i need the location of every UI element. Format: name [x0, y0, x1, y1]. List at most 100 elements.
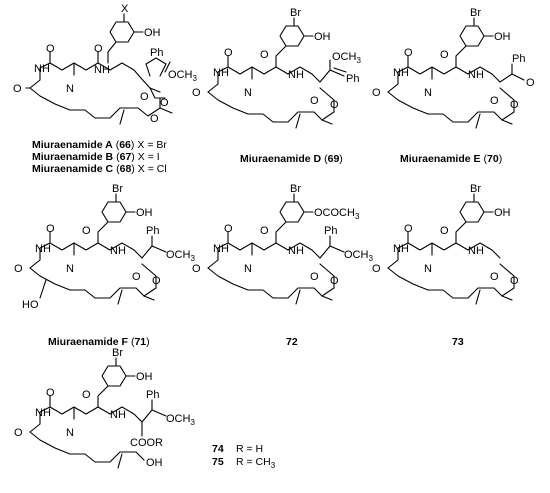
- structure-miuraenamide-d: [207, 17, 347, 129]
- atom-label: OH: [136, 371, 153, 383]
- atom-label: N: [66, 83, 74, 95]
- atom-label: NH: [213, 243, 229, 255]
- atom-label: Br: [470, 183, 481, 195]
- atom-label: O: [490, 271, 499, 283]
- atom-label: Br: [112, 183, 123, 195]
- atom-label: HO: [22, 299, 39, 311]
- atom-label: O: [224, 223, 233, 235]
- structure-miuraenamide-f: [29, 193, 167, 305]
- atom-label: O: [490, 95, 499, 107]
- atom-label: OH: [146, 457, 163, 469]
- atom-label: Ph: [512, 53, 525, 65]
- structure-miuraenamide-e: [387, 17, 525, 129]
- atom-label: O: [404, 47, 413, 59]
- atom-label: NH: [110, 409, 126, 421]
- atom-label: NH: [213, 67, 229, 79]
- atom-label: O: [330, 99, 339, 111]
- caption-74-75: 74 R = H 75 R = CH3: [212, 443, 276, 470]
- atom-label: NH: [94, 64, 110, 76]
- atom-label: O: [310, 95, 319, 107]
- atom-label: NH: [288, 69, 304, 81]
- atom-label: O: [140, 91, 149, 103]
- atom-label: NH: [110, 245, 126, 257]
- atom-label: NH: [35, 407, 51, 419]
- atom-label: O: [526, 77, 535, 89]
- atom-label: N: [66, 263, 74, 275]
- atom-label: O: [82, 389, 91, 401]
- atom-label: NH: [34, 63, 50, 75]
- atom-label: OCH3: [166, 413, 195, 427]
- atom-label: NH: [468, 69, 484, 81]
- atom-label: O: [192, 263, 201, 275]
- caption-72: 72: [286, 336, 298, 348]
- atom-label: O: [260, 225, 269, 237]
- atom-label: OCOCH3: [314, 207, 360, 221]
- atom-label: OCH3: [344, 249, 373, 263]
- caption-74-r-group: R = H: [236, 443, 263, 455]
- atom-label: NH: [288, 245, 304, 257]
- atom-label: N: [424, 87, 432, 99]
- atom-label: O: [94, 43, 103, 55]
- atom-label: OH: [314, 31, 331, 43]
- atom-label: O: [510, 275, 519, 287]
- atom-label: OH: [144, 27, 161, 39]
- atom-label: NH: [393, 243, 409, 255]
- atom-label: COOR: [130, 437, 163, 449]
- atom-label: O: [372, 263, 381, 275]
- atom-label: O: [192, 87, 201, 99]
- atom-label: N: [244, 263, 252, 275]
- atom-label: O: [82, 225, 91, 237]
- atom-label: Br: [112, 347, 123, 359]
- caption-74-number: 74: [212, 443, 224, 455]
- caption-line-1: Miuraenamide A(66)X = Br: [32, 139, 167, 151]
- caption-75-number: 75: [212, 456, 224, 468]
- atom-label: Ph: [146, 225, 159, 237]
- atom-label: Br: [290, 183, 301, 195]
- caption-miuraenamide-e: Miuraenamide E(70): [400, 153, 502, 165]
- atom-label: OCH3: [168, 69, 197, 83]
- atom-label: O: [46, 43, 55, 55]
- atom-label: O: [510, 99, 519, 111]
- atom-label: Br: [470, 7, 481, 19]
- atom-label: O: [14, 427, 23, 439]
- caption-miuraenamide-f: Miuraenamide F(71): [48, 336, 150, 348]
- atom-label: Br: [290, 7, 301, 19]
- atom-label: O: [160, 97, 169, 109]
- atom-label: O: [132, 271, 141, 283]
- atom-label: OCH3: [166, 249, 195, 263]
- atom-label: O: [14, 263, 23, 275]
- atom-label: O: [372, 87, 381, 99]
- atom-label: O: [150, 113, 159, 125]
- atom-label: Ph: [324, 225, 337, 237]
- structure-72: [207, 193, 345, 305]
- atom-label: O: [152, 275, 161, 287]
- atom-label: NH: [393, 67, 409, 79]
- atom-label: O: [260, 49, 269, 61]
- atom-label: OH: [136, 207, 153, 219]
- atom-label: O: [13, 83, 22, 95]
- caption-73: 73: [452, 336, 464, 348]
- atom-label: X: [121, 3, 129, 15]
- atom-label: OH: [494, 31, 511, 43]
- caption-miuraenamide-d: Miuraenamide D(69): [240, 153, 343, 165]
- atom-label: OCH3: [332, 51, 361, 65]
- atom-label: Ph: [346, 73, 359, 85]
- structure-74-75: [29, 357, 167, 469]
- atom-label: NH: [468, 245, 484, 257]
- atom-label: O: [440, 225, 449, 237]
- atom-label: OH: [494, 207, 511, 219]
- structure-miuraenamide-abc: [25, 13, 173, 125]
- atom-label: O: [46, 387, 55, 399]
- caption-line-3: Miuraenamide C(68)X = Cl: [32, 163, 167, 175]
- atom-label: O: [310, 271, 319, 283]
- caption-75-r-group: R = CH3: [236, 456, 276, 470]
- caption-line-2: Miuraenamide B(67)X = I: [32, 151, 160, 163]
- atom-label: Ph: [150, 47, 163, 59]
- atom-label: N: [244, 87, 252, 99]
- atom-label: O: [440, 49, 449, 61]
- atom-label: Ph: [146, 389, 159, 401]
- atom-label: O: [404, 223, 413, 235]
- caption-miuraenamide-abc: Miuraenamide A(66)X = Br Miuraenamide B(…: [32, 139, 167, 175]
- atom-label: O: [46, 223, 55, 235]
- atom-label: NH: [35, 243, 51, 255]
